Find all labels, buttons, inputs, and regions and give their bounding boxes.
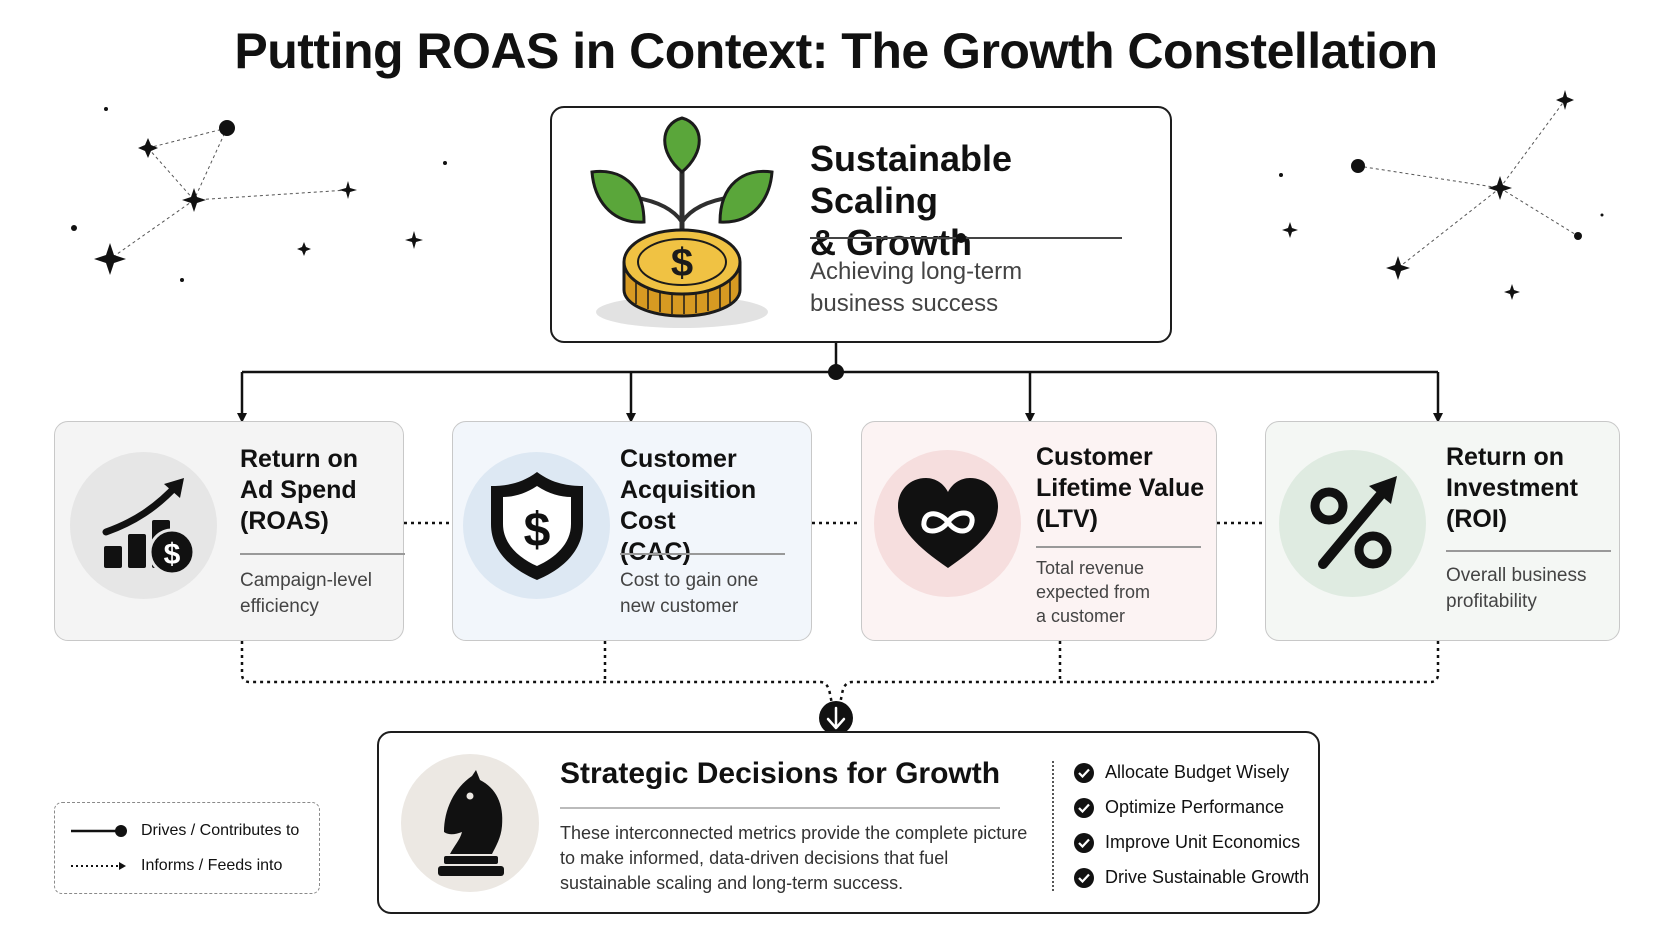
metric-icon-circle bbox=[874, 450, 1021, 597]
checklist-label: Optimize Performance bbox=[1105, 797, 1285, 817]
decisions-card: Strategic Decisions for Growth These int… bbox=[377, 731, 1320, 914]
legend-dotted: Informs / Feeds into bbox=[69, 851, 282, 881]
decisions-separator bbox=[1052, 761, 1054, 891]
metric-desc-line: Overall business bbox=[1446, 565, 1587, 586]
metric-title: Customer Lifetime Value (LTV) bbox=[1036, 442, 1216, 535]
metric-title: Customer Acquisition Cost (CAC) bbox=[620, 444, 800, 568]
metric-title-line: (LTV) bbox=[1036, 505, 1099, 533]
decisions-desc-line: sustainable scaling and long-term succes… bbox=[560, 873, 904, 893]
metric-desc-line: Cost to gain one bbox=[620, 570, 759, 591]
goal-card: $ Sustainable Scaling & Growth Achieving… bbox=[550, 106, 1172, 343]
metric-desc-line: efficiency bbox=[240, 596, 319, 617]
goal-title-line: & Growth bbox=[810, 222, 972, 263]
goal-divider bbox=[810, 237, 1122, 239]
bar-chart-dollar-icon: $ bbox=[102, 477, 194, 575]
metric-title: Return on Ad Spend (ROAS) bbox=[240, 444, 420, 537]
plant-coin-icon: $ bbox=[590, 116, 774, 328]
junction-dot bbox=[828, 364, 844, 380]
checklist-item: Drive Sustainable Growth bbox=[1074, 860, 1309, 895]
metric-title-line: Return on bbox=[240, 445, 359, 473]
metric-divider bbox=[240, 553, 405, 555]
decisions-description: These interconnected metrics provide the… bbox=[560, 821, 1030, 896]
checklist-item: Optimize Performance bbox=[1074, 790, 1309, 825]
goal-divider-dot bbox=[956, 233, 966, 243]
chess-knight-icon bbox=[438, 770, 504, 876]
checklist-label: Allocate Budget Wisely bbox=[1105, 762, 1290, 782]
metric-title-line: Return on bbox=[1446, 443, 1565, 471]
metric-card-cac: $ Customer Acquisition Cost (CAC) Cost t… bbox=[452, 421, 812, 641]
checklist-label: Drive Sustainable Growth bbox=[1105, 867, 1310, 887]
goal-subtitle: Achieving long-term business success bbox=[810, 256, 1110, 320]
metric-desc-line: profitability bbox=[1446, 591, 1537, 612]
metric-title-line: Customer bbox=[620, 445, 737, 473]
svg-text:$: $ bbox=[163, 538, 180, 571]
metric-icon-circle: $ bbox=[70, 452, 217, 599]
metric-description: Total revenue expected from a customer bbox=[1036, 556, 1216, 628]
goal-subtitle-line: Achieving long-term bbox=[810, 258, 1023, 285]
check-icon bbox=[1074, 832, 1094, 853]
metric-icon-circle: $ bbox=[463, 452, 610, 599]
metric-card-roas: $ Return on Ad Spend (ROAS) Campaign-lev… bbox=[54, 421, 405, 641]
svg-text:$: $ bbox=[523, 504, 550, 557]
metric-title-line: Ad Spend bbox=[240, 476, 357, 504]
decisions-checklist: Allocate Budget Wisely Optimize Performa… bbox=[1074, 755, 1309, 895]
checklist-item: Improve Unit Economics bbox=[1074, 825, 1309, 860]
legend-solid: Drives / Contributes to bbox=[69, 816, 299, 846]
checklist-label: Improve Unit Economics bbox=[1105, 832, 1301, 852]
metric-divider bbox=[1446, 550, 1611, 552]
check-icon bbox=[1074, 867, 1094, 888]
metric-title: Return on Investment (ROI) bbox=[1446, 442, 1626, 535]
metric-desc-line: new customer bbox=[620, 596, 739, 617]
drives-connectors bbox=[237, 343, 1443, 423]
svg-text:$: $ bbox=[671, 241, 693, 285]
metric-card-ltv: Customer Lifetime Value (LTV) Total reve… bbox=[861, 421, 1217, 641]
legend-solid-label: Drives / Contributes to bbox=[141, 822, 300, 839]
decisions-divider bbox=[560, 807, 1000, 809]
metric-desc-line: Total revenue bbox=[1036, 558, 1145, 578]
metric-title-line: Investment bbox=[1446, 474, 1578, 502]
legend-dotted-label: Informs / Feeds into bbox=[141, 857, 283, 874]
goal-subtitle-line: business success bbox=[810, 290, 999, 317]
metric-desc-line: expected from bbox=[1036, 582, 1151, 602]
metric-desc-line: Campaign-level bbox=[240, 570, 373, 591]
metric-title-line: Customer bbox=[1036, 443, 1153, 471]
decisions-desc-line: These interconnected metrics provide the… bbox=[560, 823, 1028, 843]
feeds-connectors bbox=[240, 641, 1440, 705]
goal-title: Sustainable Scaling & Growth bbox=[810, 138, 1150, 264]
check-icon bbox=[1074, 762, 1094, 783]
decisions-title: Strategic Decisions for Growth bbox=[560, 757, 1001, 790]
constellation-right bbox=[1279, 90, 1604, 300]
metric-title-line: (ROI) bbox=[1446, 505, 1508, 533]
decisions-icon-circle bbox=[401, 754, 539, 892]
percent-arrow-icon bbox=[1310, 475, 1397, 569]
metric-description: Cost to gain one new customer bbox=[620, 568, 800, 620]
metric-title-line: (CAC) bbox=[620, 538, 691, 566]
metric-title-line: Acquisition Cost bbox=[620, 476, 757, 535]
metric-title-line: Lifetime Value bbox=[1036, 474, 1205, 502]
checklist-item: Allocate Budget Wisely bbox=[1074, 755, 1309, 790]
decisions-desc-line: to make informed, data-driven decisions … bbox=[560, 848, 949, 868]
metric-description: Overall business profitability bbox=[1446, 563, 1626, 615]
page-title: Putting ROAS in Context: The Growth Cons… bbox=[234, 23, 1438, 79]
metric-desc-line: a customer bbox=[1036, 606, 1126, 626]
shield-dollar-icon: $ bbox=[490, 471, 583, 580]
check-icon bbox=[1074, 797, 1094, 818]
metric-description: Campaign-level efficiency bbox=[240, 568, 420, 620]
metric-title-line: (ROAS) bbox=[240, 507, 329, 535]
dotted-line-icon bbox=[71, 862, 126, 870]
metric-divider bbox=[620, 553, 785, 555]
metric-icon-circle bbox=[1279, 450, 1426, 597]
metric-divider bbox=[1036, 546, 1201, 548]
solid-line-icon bbox=[71, 825, 127, 837]
legend: Drives / Contributes to Informs / Feeds … bbox=[54, 802, 320, 894]
arrow-down-icon bbox=[819, 701, 853, 735]
constellation-left bbox=[71, 107, 447, 282]
metric-card-roi: Return on Investment (ROI) Overall busin… bbox=[1265, 421, 1620, 641]
heart-infinity-icon bbox=[897, 477, 998, 568]
goal-title-line: Sustainable Scaling bbox=[810, 138, 1013, 221]
